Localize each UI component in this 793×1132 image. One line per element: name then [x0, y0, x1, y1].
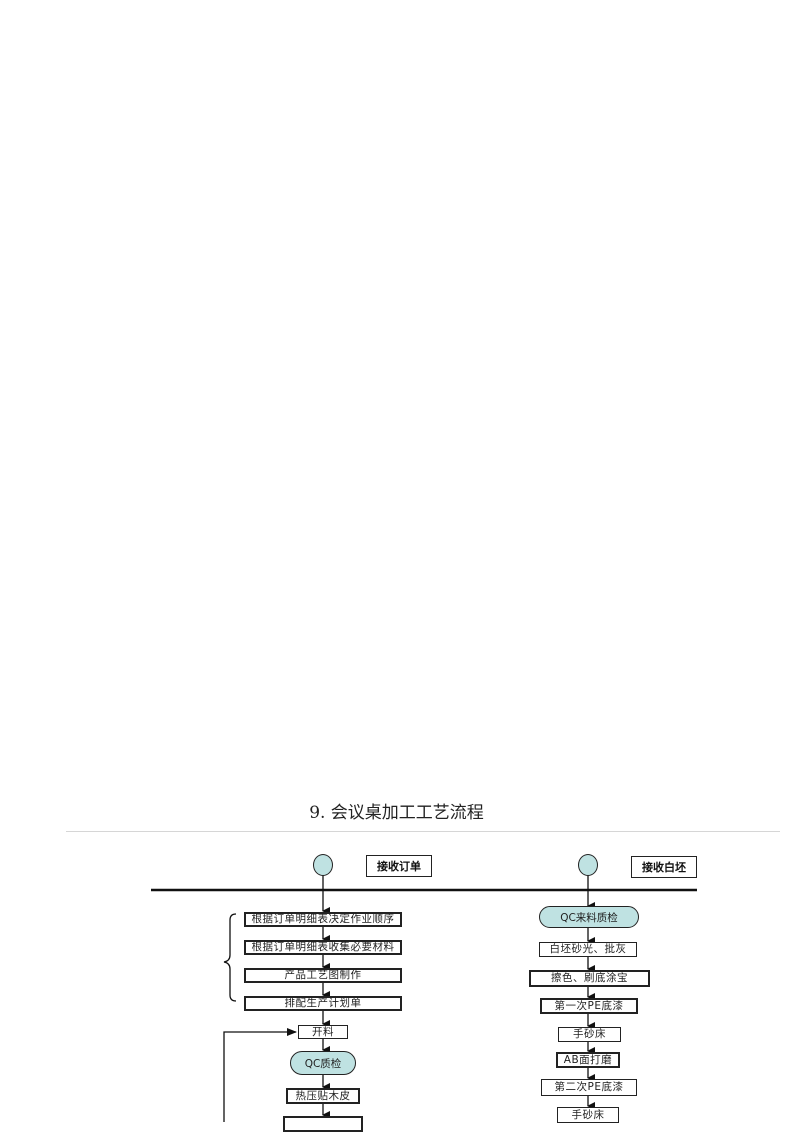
- step-hot-press-veneer: 热压贴木皮: [286, 1088, 360, 1104]
- step-hand-sanding-2: 手砂床: [557, 1107, 619, 1123]
- step-cutting: 开料: [298, 1025, 348, 1039]
- step-sanding-filling: 白坯砂光、批灰: [539, 942, 637, 957]
- step-second-pe-primer: 第二次PE底漆: [541, 1079, 637, 1096]
- start-node-orders: [313, 854, 333, 876]
- step-collect-materials: 根据订单明细表收集必要材料: [244, 940, 402, 955]
- start-node-white-blanks: [578, 854, 598, 876]
- step-partial: [283, 1116, 363, 1132]
- step-staining-sealer: 擦色、刷底涂宝: [529, 970, 650, 987]
- step-process-drawing: 产品工艺图制作: [244, 968, 402, 983]
- title-divider: [66, 831, 780, 832]
- step-production-plan: 排配生产计划单: [244, 996, 402, 1011]
- step-decide-work-order: 根据订单明细表决定作业顺序: [244, 912, 402, 927]
- step-ab-face-polish: AB面打磨: [556, 1052, 620, 1068]
- lane-label-receive-white-blanks: 接收白坯: [631, 856, 697, 878]
- step-qc-inspection: QC质检: [290, 1051, 356, 1075]
- lane-label-receive-orders: 接收订单: [366, 855, 432, 877]
- step-hand-sanding-1: 手砂床: [558, 1027, 621, 1042]
- step-first-pe-primer: 第一次PE底漆: [540, 998, 638, 1014]
- step-qc-incoming: QC来料质检: [539, 906, 639, 928]
- page-title: 9. 会议桌加工工艺流程: [309, 803, 484, 823]
